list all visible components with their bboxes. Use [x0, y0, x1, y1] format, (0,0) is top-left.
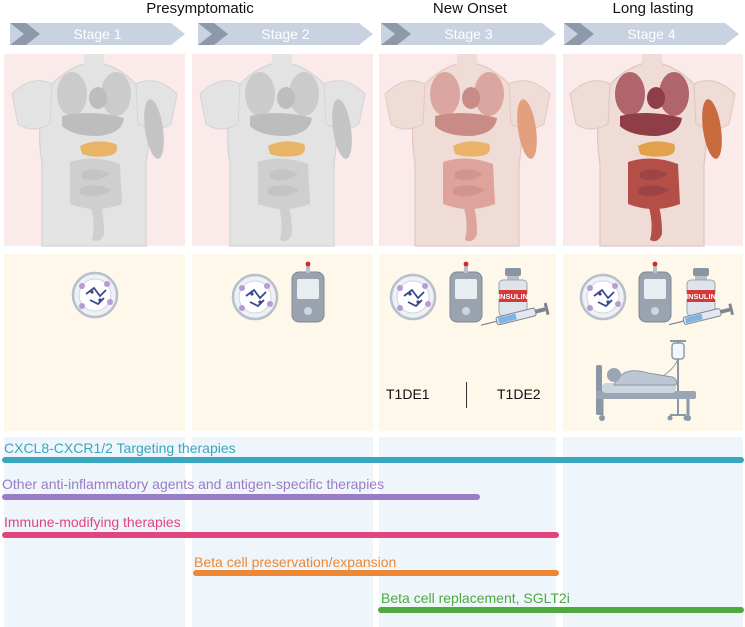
torso-icon — [199, 54, 366, 247]
vial-label: INSULIN — [498, 292, 528, 301]
stage-label-3: Stage 3 — [444, 26, 493, 42]
insulin-vial-icon: INSULIN — [686, 268, 716, 317]
stage-chevron-3: Stage 3 — [381, 23, 556, 45]
glucometer-icon — [638, 261, 672, 323]
torso-icon — [569, 54, 736, 247]
glucometer-icon — [291, 261, 325, 323]
syringe-icon — [668, 303, 734, 326]
torso-icon — [11, 54, 178, 247]
islet-icon — [579, 273, 627, 321]
islet-icon — [389, 273, 437, 321]
therapy-bar-immune-modifying — [2, 532, 559, 538]
insulin-vial-icon: INSULIN — [498, 268, 528, 317]
stage-chevron-2: Stage 2 — [198, 23, 373, 45]
stage-label-1: Stage 1 — [73, 26, 122, 42]
group-title-long-lasting: Long lasting — [612, 0, 694, 17]
syringe-icon — [480, 302, 550, 326]
icon-panel-2 — [192, 254, 373, 431]
chevron-arrow-icon — [381, 23, 411, 45]
hospital-bed-icon — [596, 340, 696, 421]
torso-icon — [384, 54, 551, 247]
therapy-panel-4 — [563, 437, 743, 627]
glucometer-icon — [449, 261, 483, 323]
therapy-label-anti-inflammatory: Other anti-inflammatory agents and antig… — [2, 476, 385, 492]
therapy-bar-beta-replacement — [378, 607, 744, 613]
stage-label-2: Stage 2 — [261, 26, 310, 42]
group-title-presymptomatic: Presymptomatic — [146, 0, 254, 17]
stage-chevron-4: Stage 4 — [564, 23, 739, 45]
vial-label: INSULIN — [686, 292, 716, 301]
chevron-arrow-icon — [198, 23, 228, 45]
stage-label-4: Stage 4 — [627, 26, 676, 42]
therapy-label-immune-modifying: Immune-modifying therapies — [4, 514, 181, 530]
group-title-new-onset: New Onset — [432, 0, 508, 17]
endotype-label-2: T1DE2 — [497, 386, 541, 402]
therapy-bar-anti-inflammatory — [2, 494, 480, 500]
endotype-label-1: T1DE1 — [386, 386, 430, 402]
chevron-arrow-icon — [10, 23, 40, 45]
therapy-bar-cxcl8 — [2, 457, 744, 463]
islet-icon — [231, 273, 279, 321]
stage-chevron-1: Stage 1 — [10, 23, 185, 45]
therapy-label-cxcl8: CXCL8-CXCR1/2 Targeting therapies — [4, 440, 236, 456]
therapy-bar-beta-preservation — [193, 570, 559, 576]
therapy-label-beta-preservation: Beta cell preservation/expansion — [194, 554, 397, 570]
endotype-divider — [466, 382, 467, 408]
chevron-arrow-icon — [564, 23, 594, 45]
therapy-label-beta-replacement: Beta cell replacement, SGLT2i — [381, 590, 570, 606]
islet-icon — [71, 271, 119, 319]
